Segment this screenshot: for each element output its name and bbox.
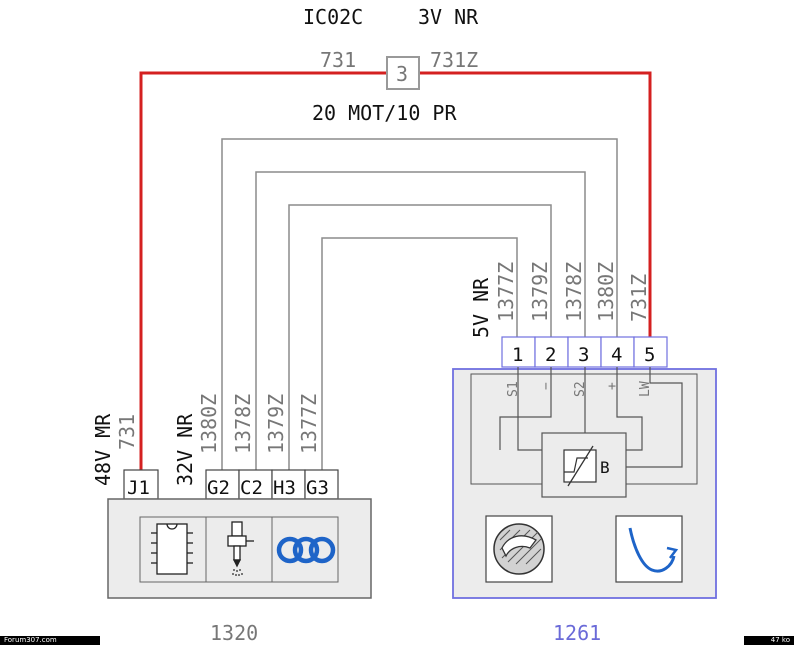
pin-row-1320 bbox=[123, 469, 339, 500]
pin-g3 bbox=[304, 469, 339, 500]
wire-label-731z-right: 731Z bbox=[627, 274, 651, 322]
wire-label-1380z-right: 1380Z bbox=[594, 262, 618, 322]
steering-wheel-icon bbox=[485, 515, 553, 583]
component-label-1261: 1261 bbox=[553, 621, 601, 645]
pin-label-g2: G2 bbox=[207, 477, 230, 499]
signal-wire-1380z bbox=[221, 138, 618, 470]
wire-label-1377z-left: 1377Z bbox=[297, 394, 321, 454]
signal-wire-1378z bbox=[255, 171, 586, 470]
pin-label-5: 5 bbox=[644, 344, 655, 366]
component-label-1320: 1320 bbox=[210, 621, 258, 645]
wire-label-1379z-right: 1379Z bbox=[528, 262, 552, 322]
signal-label-s1: S1 bbox=[506, 381, 521, 397]
pin-label-j1: J1 bbox=[127, 477, 150, 499]
pin-label-2: 2 bbox=[545, 344, 556, 366]
wire-label-731z: 731Z bbox=[430, 48, 478, 72]
pin-label-h3: H3 bbox=[273, 477, 296, 499]
pin-h3 bbox=[271, 469, 306, 500]
pin-g2 bbox=[205, 469, 240, 500]
pin-label-4: 4 bbox=[611, 344, 622, 366]
chip-icon bbox=[151, 523, 193, 575]
injector-icon bbox=[227, 521, 254, 576]
connector-5v-label: 5V NR bbox=[469, 277, 493, 338]
wire-label-1377z-right: 1377Z bbox=[494, 262, 518, 322]
footer-size-badge: 47 ko bbox=[744, 636, 794, 645]
wire-label-731: 731 bbox=[320, 48, 356, 72]
connector-32v-label: 32V NR bbox=[173, 413, 197, 486]
wire-label-1380z-left: 1380Z bbox=[197, 394, 221, 454]
signal-label-s2: S2 bbox=[573, 381, 588, 397]
wire-label-1378z-left: 1378Z bbox=[231, 394, 255, 454]
wire-label-731-vertical: 731 bbox=[115, 414, 139, 450]
connector-48v-label: 48V MR bbox=[91, 413, 115, 486]
pin-label-3: 3 bbox=[578, 344, 589, 366]
connector-code: IC02C bbox=[303, 5, 363, 29]
pin-label-g3: G3 bbox=[306, 477, 329, 499]
sensor-letter: B bbox=[600, 458, 610, 477]
hall-sensor-icon bbox=[541, 432, 627, 498]
signal-label-plus: + bbox=[605, 382, 620, 390]
junction-number: 3 bbox=[396, 62, 408, 86]
wire-label-1378z-right: 1378Z bbox=[562, 262, 586, 322]
signal-wire-1379z bbox=[288, 204, 552, 470]
pin-label-1: 1 bbox=[512, 344, 523, 366]
pin-2 bbox=[534, 336, 569, 368]
pin-label-c2: C2 bbox=[240, 477, 263, 499]
footer-site-badge: Forum307.com bbox=[0, 636, 100, 645]
junction-box bbox=[386, 56, 420, 90]
signal-wire-1377z bbox=[321, 237, 518, 470]
coil-icon bbox=[276, 536, 336, 564]
ground-reference: 20 MOT/10 PR bbox=[312, 101, 457, 125]
angle-curve-icon bbox=[615, 515, 683, 583]
sensor-internal-wiring bbox=[499, 367, 683, 468]
ecu-1320-icon-frame bbox=[139, 516, 339, 583]
wire-label-1379z-left: 1379Z bbox=[264, 394, 288, 454]
connector-spec: 3V NR bbox=[418, 5, 479, 29]
signal-label-minus: − bbox=[539, 382, 554, 390]
signal-label-lw: LW bbox=[638, 381, 653, 397]
